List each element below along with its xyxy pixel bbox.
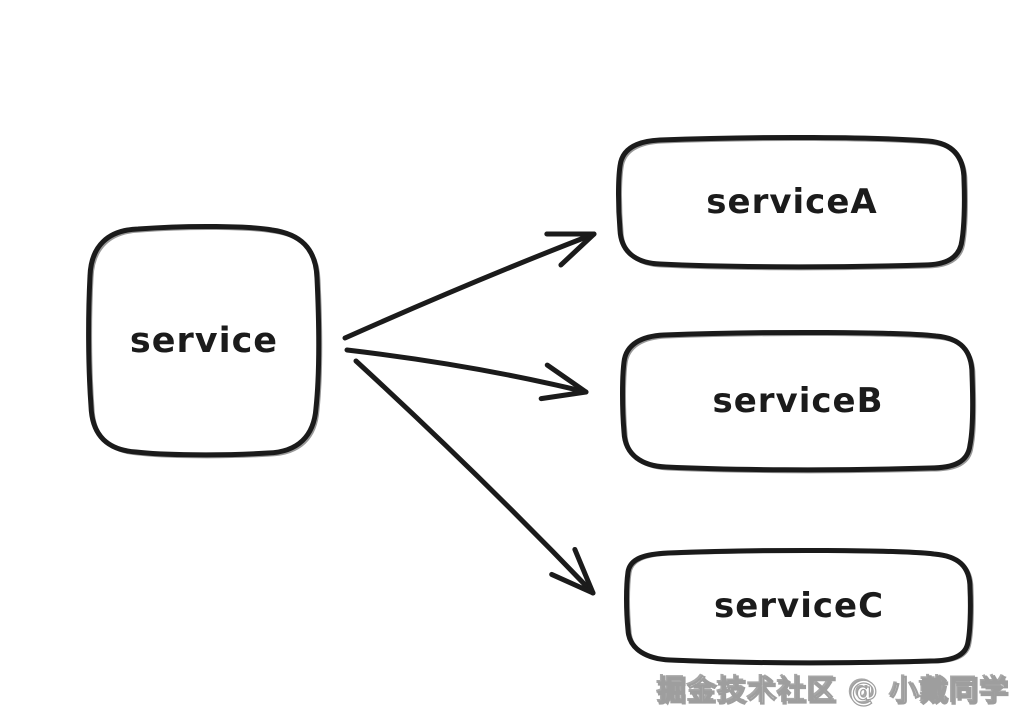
arrow-service-to-a xyxy=(342,231,597,341)
arrow-service-to-b xyxy=(344,347,589,402)
target-node-b-box xyxy=(620,329,977,474)
source-node-box xyxy=(86,223,323,459)
target-node-c-box xyxy=(624,547,974,666)
target-node-a-box xyxy=(616,134,968,271)
arrow-service-to-c xyxy=(353,358,596,596)
